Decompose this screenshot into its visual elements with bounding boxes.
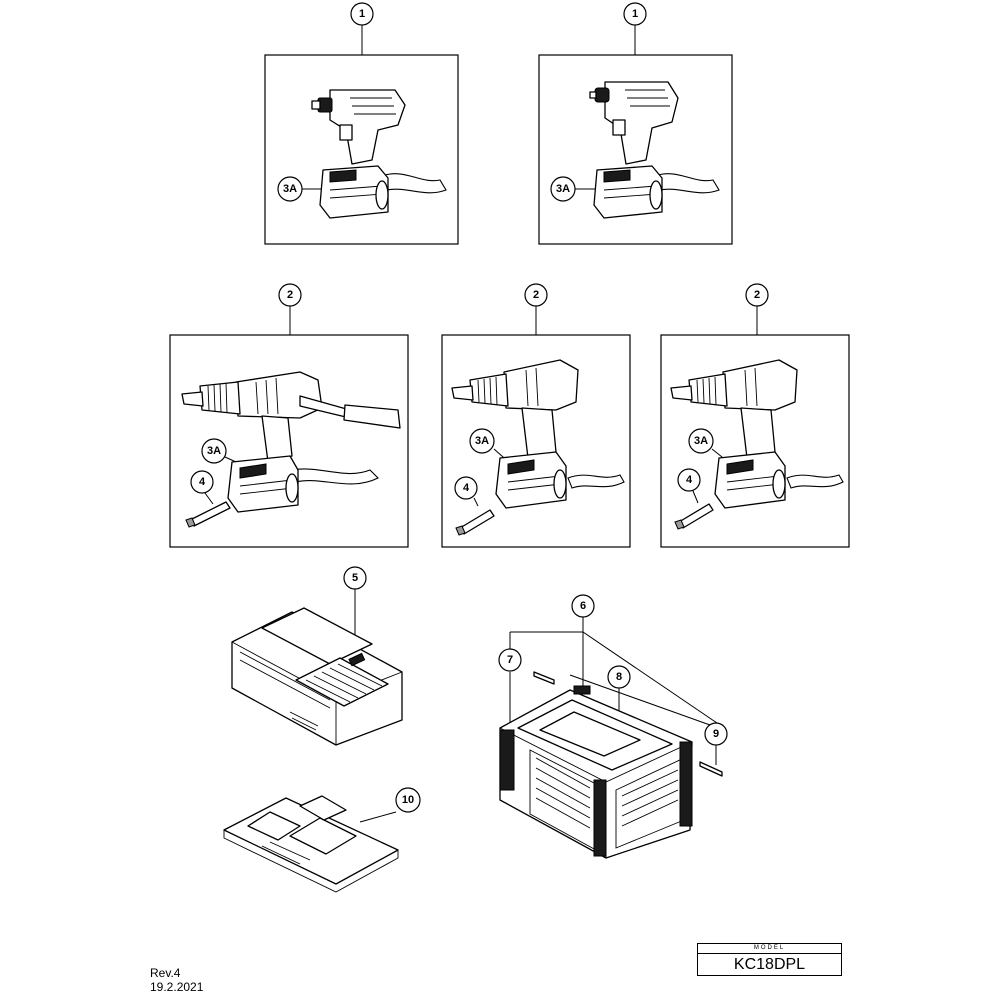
callout-3a-hammer-drill: 3A: [201, 438, 227, 464]
callout-8: 8: [607, 665, 631, 689]
hammer-drill-frame: [169, 334, 409, 548]
svg-text:9: 9: [713, 728, 719, 740]
model-box: MODEL KC18DPL: [697, 943, 842, 976]
callout-3a-drill-center: 3A: [469, 428, 495, 454]
svg-text:3A: 3A: [207, 445, 221, 457]
impact-wrench-illustration: [311, 89, 447, 219]
hammer-drill-illustration: [181, 371, 401, 528]
callout-3a-impact-wrench: 3A: [277, 176, 303, 202]
model-label: MODEL: [698, 944, 841, 954]
svg-text:7: 7: [507, 654, 513, 666]
model-value: KC18DPL: [733, 956, 806, 973]
callout-4-drill-right: 4: [677, 468, 701, 492]
svg-text:3A: 3A: [694, 435, 708, 447]
case-illustration: [499, 671, 723, 859]
callout-2-right: 2: [745, 283, 769, 307]
revision-info: Rev.4 19.2.2021: [150, 966, 203, 994]
callout-10: 10: [395, 787, 421, 813]
svg-text:3A: 3A: [283, 183, 297, 195]
callout-1-left: 1: [350, 2, 374, 26]
svg-text:4: 4: [686, 474, 693, 486]
callout-2-center: 2: [524, 283, 548, 307]
charger-illustration: [231, 607, 403, 746]
svg-text:5: 5: [352, 572, 358, 584]
svg-text:3A: 3A: [475, 435, 489, 447]
svg-text:4: 4: [199, 476, 206, 488]
svg-text:6: 6: [580, 600, 586, 612]
callout-3a-drill-right: 3A: [688, 428, 714, 454]
svg-text:1: 1: [632, 8, 638, 20]
svg-text:2: 2: [754, 289, 760, 301]
callout-3a-impact-driver: 3A: [550, 176, 576, 202]
callout-1-right: 1: [623, 2, 647, 26]
revision-number: Rev.4: [150, 966, 181, 980]
svg-text:1: 1: [359, 8, 365, 20]
drill-illustration-right: [670, 359, 844, 530]
drill-illustration-center: [451, 359, 625, 536]
callout-9: 9: [704, 722, 728, 746]
callout-2-left: 2: [278, 283, 302, 307]
svg-text:8: 8: [616, 671, 622, 683]
callout-4-hammer-drill: 4: [190, 470, 214, 494]
tray-insert-illustration: [223, 795, 399, 893]
svg-text:4: 4: [463, 482, 470, 494]
svg-text:2: 2: [287, 289, 293, 301]
svg-text:10: 10: [402, 794, 414, 806]
svg-text:2: 2: [533, 289, 539, 301]
impact-driver-illustration: [589, 81, 720, 219]
drill-frame-right: [660, 334, 850, 548]
callout-4-drill-center: 4: [454, 476, 478, 500]
revision-date: 19.2.2021: [150, 980, 204, 994]
svg-text:3A: 3A: [556, 183, 570, 195]
callout-7: 7: [498, 648, 522, 672]
callout-5: 5: [343, 566, 367, 590]
callout-6: 6: [571, 594, 595, 618]
